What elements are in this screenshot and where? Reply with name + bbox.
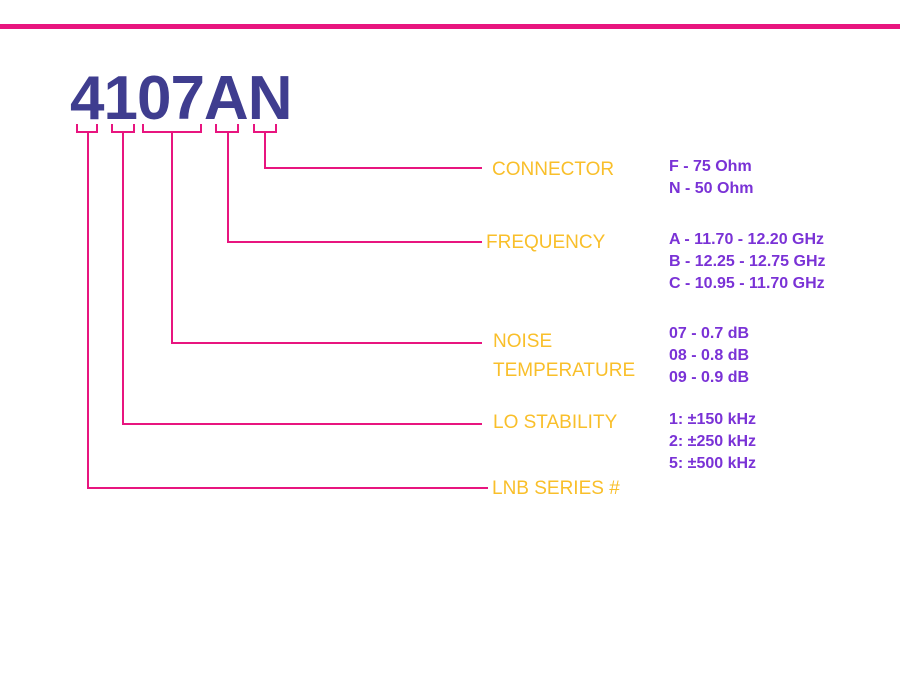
- bracket-connector: [253, 124, 277, 133]
- connector-label: CONNECTOR: [492, 159, 615, 180]
- option-item: 2: ±250 kHz: [669, 433, 757, 450]
- leader-series: [87, 132, 488, 489]
- leader-frequency: [227, 132, 482, 243]
- noise-temperature-options: 07 - 0.7 dB 08 - 0.8 dB 09 - 0.9 dB: [669, 323, 749, 389]
- noise-temperature-label-line2: TEMPERATURE: [493, 360, 636, 381]
- bracket-stability: [111, 124, 135, 133]
- option-item: F - 75 Ohm: [669, 158, 752, 175]
- option-item: 09 - 0.9 dB: [669, 369, 750, 386]
- leader-noise: [171, 132, 482, 344]
- top-accent-rule: [0, 24, 900, 29]
- option-item: N - 50 Ohm: [669, 180, 754, 197]
- frequency-label: FREQUENCY: [486, 232, 606, 253]
- lnb-series-label: LNB SERIES #: [492, 478, 620, 499]
- lo-stability-options: 1: ±150 kHz 2: ±250 kHz 5: ±500 kHz: [669, 409, 756, 475]
- option-item: 1: ±150 kHz: [669, 411, 757, 428]
- bracket-frequency: [215, 124, 239, 133]
- bracket-series: [76, 124, 98, 133]
- option-item: 5: ±500 kHz: [669, 455, 757, 472]
- bracket-noise: [142, 124, 202, 133]
- option-item: 08 - 0.8 dB: [669, 347, 750, 364]
- option-item: B - 12.25 - 12.75 GHz: [669, 253, 826, 270]
- option-item: 07 - 0.7 dB: [669, 325, 750, 342]
- leader-stability: [122, 132, 482, 425]
- part-number: 4107AN: [70, 64, 292, 133]
- noise-temperature-label-line1: NOISE: [493, 331, 553, 352]
- lo-stability-label: LO STABILITY: [493, 412, 618, 433]
- leader-connector: [264, 132, 482, 169]
- frequency-options: A - 11.70 - 12.20 GHz B - 12.25 - 12.75 …: [669, 229, 826, 295]
- connector-options: F - 75 Ohm N - 50 Ohm: [669, 156, 753, 200]
- option-item: C - 10.95 - 11.70 GHz: [669, 275, 825, 292]
- option-item: A - 11.70 - 12.20 GHz: [669, 231, 825, 248]
